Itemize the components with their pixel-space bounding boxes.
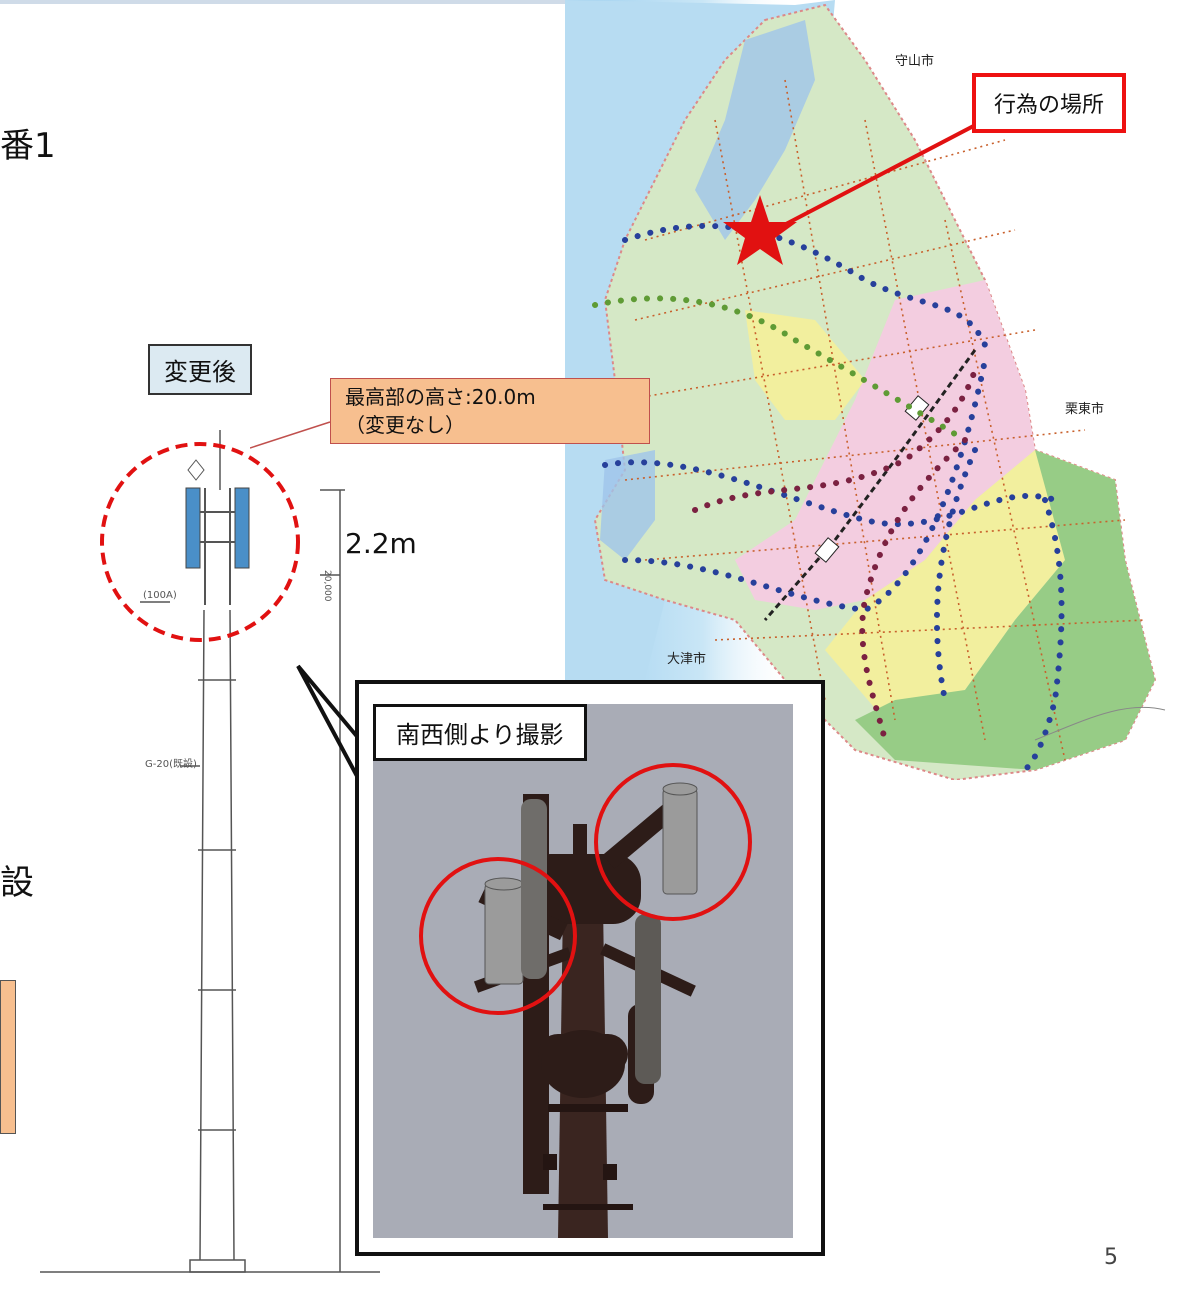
antenna-highlight-right	[594, 763, 752, 921]
note-leader-line	[250, 421, 331, 449]
page-number: 5	[1104, 1245, 1118, 1270]
pipe-label: (100A)	[143, 590, 177, 601]
green-zone	[855, 450, 1155, 770]
callout-tail	[296, 664, 362, 779]
after-change-label: 変更後	[148, 344, 252, 395]
pole-label: G-20(既設)	[145, 759, 197, 770]
location-label: 行為の場所	[972, 73, 1127, 133]
city-label-moriyama: 守山市	[895, 54, 935, 69]
tower-drawing: 20,000	[0, 430, 400, 1294]
photo-callout: 南西側より撮影	[355, 680, 825, 1256]
city-label-ritto: 栗東市	[1065, 402, 1105, 417]
text-fragment-mid: 設	[0, 863, 34, 903]
top-divider	[0, 0, 565, 4]
photo-caption: 南西側より撮影	[373, 704, 587, 761]
pointer-line	[764, 118, 986, 237]
star-icon	[723, 195, 797, 265]
vertical-dimension-label: 20,000	[322, 570, 332, 602]
antenna-dimension: 2.2m	[345, 527, 417, 560]
height-note-line1: 最高部の高さ:20.0m	[345, 385, 536, 409]
height-note: 最高部の高さ:20.0m （変更なし）	[330, 378, 650, 444]
antenna-highlight-left	[419, 857, 577, 1015]
pink-zone	[735, 280, 1035, 610]
height-note-line2: （変更なし）	[345, 413, 465, 437]
highlight-circle	[100, 442, 300, 642]
city-map	[565, 0, 1182, 782]
cropped-note-box	[0, 980, 16, 1134]
text-fragment-top: 番1	[0, 126, 56, 166]
site-photo	[373, 704, 793, 1238]
city-label-otsu: 大津市	[667, 652, 707, 667]
